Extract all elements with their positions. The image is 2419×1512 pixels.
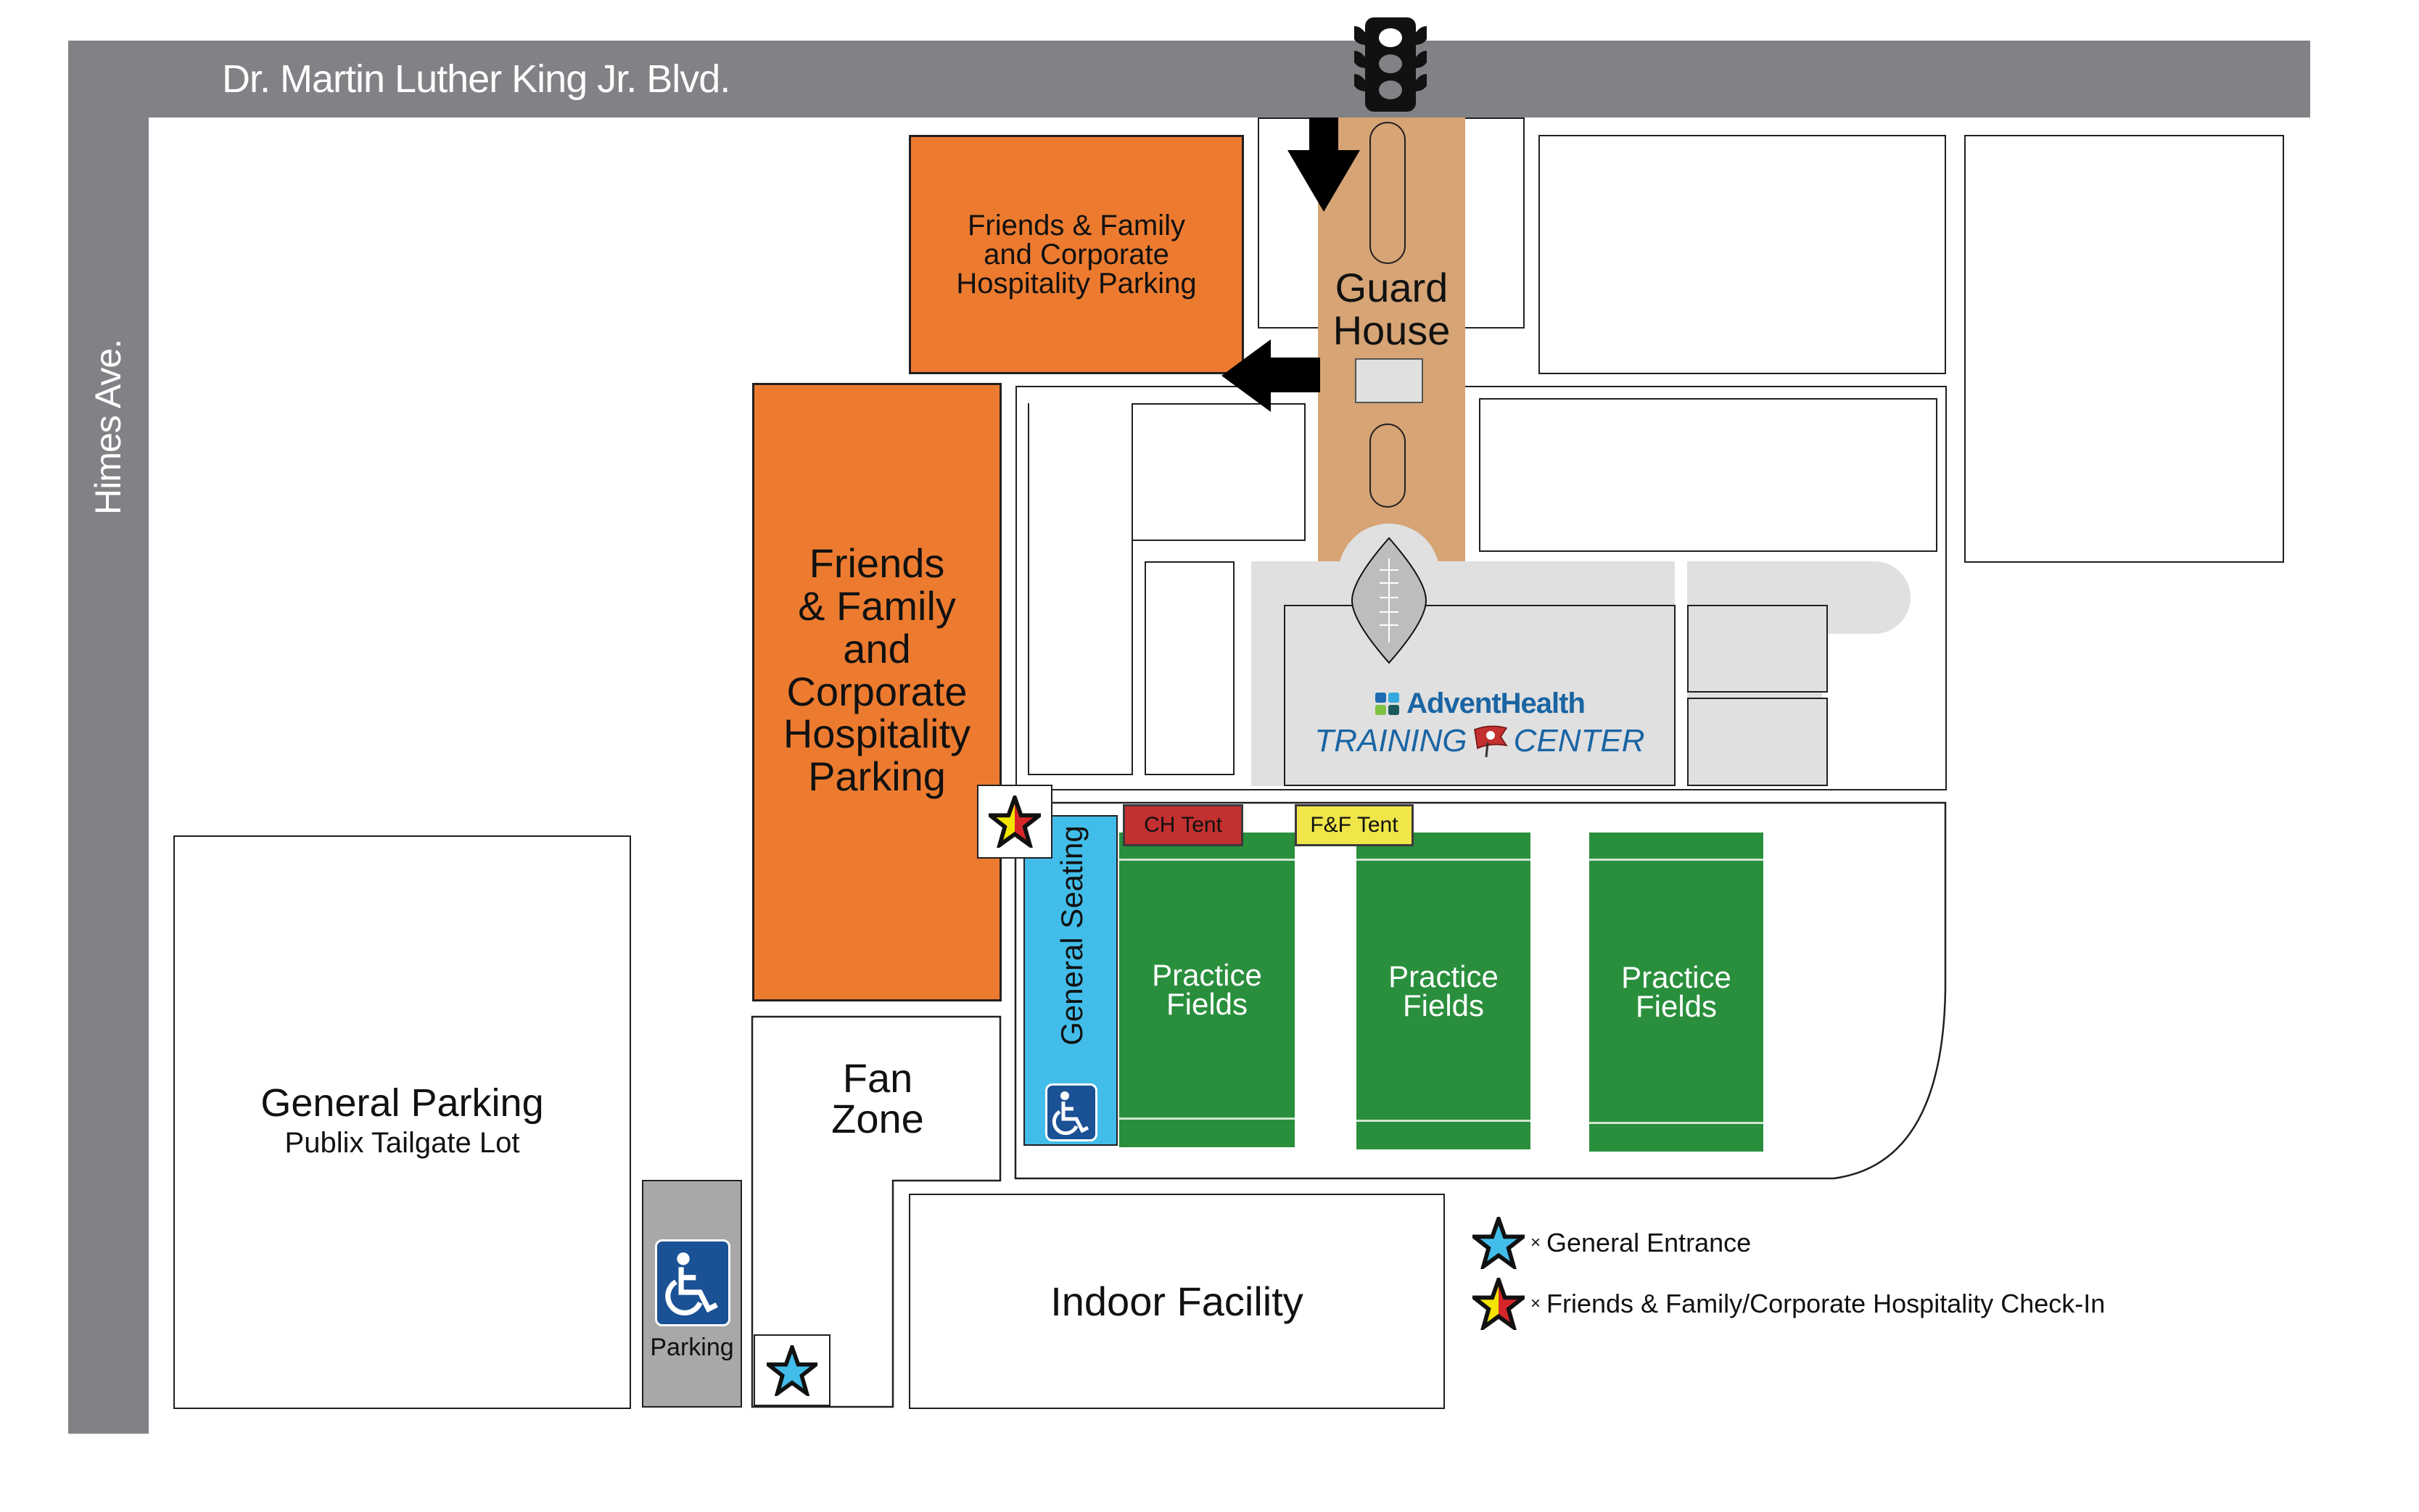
- guard-house-booth[interactable]: [1355, 358, 1423, 403]
- hospitality-parking-tall-line-4: Corporate: [786, 668, 968, 714]
- legend-label-general-entrance: General Entrance: [1546, 1228, 1752, 1257]
- general-parking-subtitle: Publix Tailgate Lot: [284, 1127, 520, 1159]
- building-block-l-shape-bottom: [1028, 403, 1133, 775]
- legend-item-hospitality-checkin: × Friends & Family/Corporate Hospitality…: [1472, 1278, 2105, 1330]
- practice-field-1[interactable]: Practice Fields: [1119, 833, 1295, 1147]
- ff-tent[interactable]: F&F Tent: [1295, 804, 1414, 846]
- yellow-red-star-icon: [989, 796, 1041, 848]
- annex-box-lower: [1687, 698, 1828, 786]
- fan-zone-line-2: Zone: [831, 1096, 924, 1141]
- training-center-logo: AdventHealth TRAINING CENTER: [1285, 687, 1674, 759]
- hospitality-parking-tall-line-3: and: [843, 625, 911, 672]
- building-block-entry-right: [1464, 117, 1525, 329]
- legend-item-general-entrance: × General Entrance: [1472, 1217, 1751, 1269]
- l-shape-cover: [1029, 537, 1132, 544]
- road-himes-ave: Himes Ave.: [68, 41, 149, 1434]
- indoor-facility[interactable]: Indoor Facility: [909, 1194, 1445, 1409]
- brand-name: AdventHealth: [1406, 687, 1586, 719]
- brand-row: AdventHealth: [1285, 687, 1674, 720]
- field-line-bottom: [1356, 1120, 1530, 1122]
- practice-field-3-line-2: Fields: [1635, 989, 1718, 1023]
- fan-zone-label: Fan Zone: [798, 1044, 957, 1153]
- hospitality-checkin-marker[interactable]: [977, 785, 1052, 859]
- training-center-title: TRAINING CENTER: [1285, 723, 1674, 759]
- practice-field-1-line-2: Fields: [1166, 987, 1248, 1021]
- hospitality-parking-top-line-1: Friends & Family: [967, 210, 1186, 241]
- legend: × General Entrance × Friends & Family/Co…: [1472, 1217, 2198, 1340]
- general-seating-label: General Seating: [1055, 825, 1089, 1046]
- accessible-parking-label: Parking: [650, 1334, 734, 1361]
- field-line-bottom: [1589, 1122, 1763, 1124]
- field-line-top: [1589, 859, 1763, 861]
- hospitality-parking-tall-line-2: & Family: [798, 582, 956, 629]
- general-parking[interactable]: General Parking Publix Tailgate Lot: [173, 835, 631, 1409]
- general-entrance-marker[interactable]: [754, 1334, 831, 1406]
- blue-star-icon: [1472, 1217, 1525, 1269]
- wheelchair-icon: [655, 1239, 730, 1326]
- training-center-line-2: CENTER: [1513, 723, 1645, 759]
- field-line-top: [1119, 859, 1295, 861]
- median-island-top: [1369, 122, 1406, 264]
- blue-star-icon: [767, 1344, 817, 1396]
- general-seating[interactable]: General Seating: [1023, 815, 1118, 1146]
- wheelchair-icon: [1045, 1083, 1097, 1141]
- yellow-red-star-icon: [1472, 1278, 1525, 1330]
- practice-field-3-line-1: Practice: [1621, 960, 1731, 995]
- building-block-right-upper: [1479, 398, 1937, 552]
- hospitality-parking-top-line-3: Hospitality Parking: [956, 268, 1197, 299]
- practice-field-2-line-2: Fields: [1402, 988, 1485, 1023]
- guard-house-label: Guard House: [1332, 265, 1451, 353]
- legend-label-hospitality-checkin: Friends & Family/Corporate Hospitality C…: [1546, 1289, 2106, 1318]
- hospitality-parking-tall-line-5: Hospitality: [783, 711, 971, 757]
- field-line-bottom: [1119, 1118, 1295, 1120]
- hospitality-parking-tall-line-1: Friends: [809, 540, 945, 587]
- hospitality-parking-tall-line-6: Parking: [808, 753, 946, 800]
- road-label-himes-ave: Himes Ave.: [88, 339, 128, 515]
- road-mlk-blvd: Dr. Martin Luther King Jr. Blvd.: [68, 41, 2310, 117]
- hospitality-parking-top[interactable]: Friends & Family and Corporate Hospitali…: [909, 135, 1244, 374]
- training-center-building[interactable]: AdventHealth TRAINING CENTER: [1284, 605, 1676, 786]
- practice-field-2[interactable]: Practice Fields: [1356, 833, 1530, 1149]
- training-center-line-1: TRAINING: [1314, 723, 1467, 759]
- practice-field-3[interactable]: Practice Fields: [1589, 833, 1763, 1152]
- buccaneers-flag-icon: [1473, 725, 1508, 758]
- arrow-down-icon: [1287, 117, 1360, 212]
- football-icon: [1351, 537, 1427, 664]
- road-label-mlk-blvd: Dr. Martin Luther King Jr. Blvd.: [222, 57, 730, 101]
- general-parking-title: General Parking: [260, 1081, 544, 1125]
- legend-multiplier: ×: [1530, 1294, 1541, 1313]
- annex-box-upper: [1687, 605, 1828, 693]
- building-block-small: [1145, 561, 1235, 775]
- legend-multiplier: ×: [1530, 1233, 1541, 1252]
- accessible-parking[interactable]: Parking: [642, 1180, 742, 1408]
- building-block-top-right: [1964, 135, 2284, 563]
- median-island-bottom: [1369, 424, 1406, 508]
- ch-tent[interactable]: CH Tent: [1123, 804, 1243, 846]
- traffic-light-icon: [1354, 17, 1427, 112]
- fan-zone-line-1: Fan: [842, 1055, 913, 1101]
- hospitality-parking-tall[interactable]: Friends & Family and Corporate Hospitali…: [752, 383, 1002, 1001]
- fan-zone-area[interactable]: [751, 1015, 1003, 1408]
- arrow-left-icon: [1221, 339, 1320, 412]
- adventhealth-logo-icon: [1375, 692, 1400, 715]
- practice-field-1-line-1: Practice: [1152, 958, 1262, 993]
- hospitality-parking-top-line-2: and Corporate: [984, 239, 1169, 270]
- practice-field-2-line-1: Practice: [1388, 959, 1499, 993]
- building-block-top-middle: [1538, 135, 1946, 374]
- field-line-top: [1356, 859, 1530, 861]
